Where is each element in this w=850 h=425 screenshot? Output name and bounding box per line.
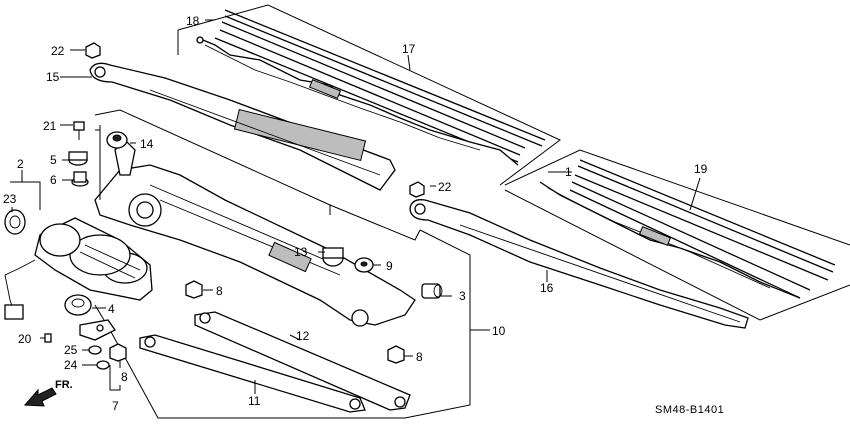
callout-21: 21: [43, 119, 57, 133]
callout-18: 18: [186, 14, 200, 28]
callout-9: 9: [386, 259, 393, 273]
leader-lines: [10, 19, 701, 394]
wiper-blade-17: [196, 9, 546, 166]
callout-20: 20: [18, 332, 32, 346]
wiper-blade-19: [539, 159, 836, 299]
callout-7: 7: [112, 399, 119, 413]
callout-6: 6: [50, 173, 57, 187]
nut-8b: [387, 345, 405, 364]
grommet-23: [4, 209, 26, 235]
callout-25: 25: [64, 343, 78, 357]
link-plate-7: [79, 319, 116, 341]
callout-19: 19: [694, 162, 708, 176]
nut-8c: [109, 343, 127, 362]
grommet-14: [106, 131, 128, 149]
callout-10: 10: [492, 324, 506, 338]
front-direction-arrow: FR.: [23, 379, 73, 407]
nut-8a: [185, 280, 203, 299]
callout-17: 17: [402, 42, 416, 56]
blade-17-frame: [177, 4, 561, 186]
screw-20: [44, 333, 52, 343]
washer-25: [88, 345, 102, 355]
bushing-3: [421, 283, 443, 299]
front-label: FR.: [55, 379, 73, 391]
callout-14: 14: [140, 137, 154, 151]
washer-24: [96, 360, 110, 370]
callout-12: 12: [296, 329, 310, 343]
callout-8-b: 8: [416, 350, 423, 364]
diagram-code: SM48-B1401: [655, 404, 724, 416]
link-rod-12: [194, 311, 411, 411]
callout-8-c: 8: [121, 370, 128, 384]
callout-11: 11: [248, 394, 261, 408]
nut-cap-22a: [85, 42, 101, 59]
callout-22: 22: [51, 44, 65, 58]
wiper-arm-16: [409, 199, 749, 329]
callout-2: 2: [17, 157, 24, 171]
callout-22-right: 22: [438, 180, 452, 194]
callout-4: 4: [108, 302, 115, 316]
callout-1: 1: [565, 165, 572, 179]
bushing-6: [71, 171, 89, 187]
callout-8-a: 8: [216, 284, 223, 298]
wiper-motor-assembly: [4, 217, 153, 320]
bolt-21: [73, 121, 85, 140]
callout-5: 5: [50, 153, 57, 167]
callout-labels: 22 15 18 17 21 14 5 6 2 23 1 19 22 13 9 …: [3, 14, 708, 413]
bushing-9: [354, 257, 374, 273]
callout-23: 23: [3, 192, 17, 206]
callout-15: 15: [46, 70, 60, 84]
callout-13: 13: [294, 245, 308, 259]
pivot-cap-13: [322, 247, 344, 267]
callout-3: 3: [459, 289, 466, 303]
link-rod-11: [139, 334, 366, 413]
wiper-linkage-frame: [94, 139, 416, 327]
nut-cap-22b: [409, 181, 425, 198]
callout-24: 24: [64, 358, 78, 372]
grommet-4: [64, 294, 92, 316]
wiper-arm-15: [89, 62, 396, 191]
bushing-5: [68, 151, 88, 166]
blade-19-frame: [504, 149, 850, 321]
callout-16: 16: [540, 281, 554, 295]
